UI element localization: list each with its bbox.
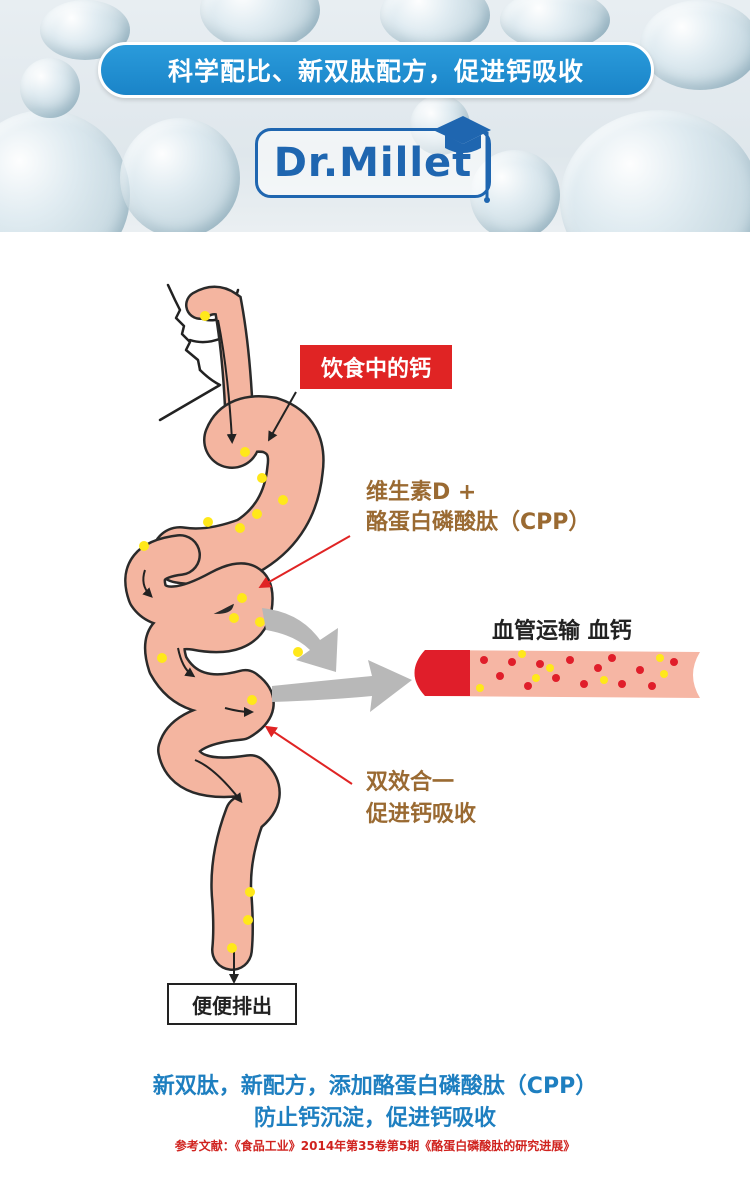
absorption-label: 促进钙吸收 [366,802,477,827]
summary-line-1: 新双肽，新配方，添加酪蛋白磷酸肽（CPP） [152,1074,598,1099]
vitamin-d-label: 维生素D + [366,480,477,505]
absorption-arrows [262,608,412,712]
flow-arrows [142,319,254,984]
bubble [640,0,750,90]
headline-text: 科学配比、新双肽配方，促进钙吸收 [167,57,584,86]
header-background: 科学配比、新双肽配方，促进钙吸收 Dr.Millet [0,0,750,258]
pointer-lines [258,391,353,785]
digestive-diagram [124,283,700,984]
reference-citation: 参考文献：《食品工业》2014年第35卷第5期《酪蛋白磷酸肽的研究进展》 [174,1139,576,1153]
summary-line-2: 防止钙沉淀，促进钙吸收 [253,1106,496,1131]
cpp-label: 酪蛋白磷酸肽（CPP） [366,510,591,535]
blood-calcium-particles [476,650,678,692]
header-divider [0,232,750,258]
logo-wordmark: Dr.Millet [273,140,473,186]
bubble [120,118,240,238]
headline-banner: 科学配比、新双肽配方，促进钙吸收 [98,42,654,98]
graduation-cap-icon [433,116,491,203]
calcium-particles [139,311,303,953]
dual-effect-label: 双效合一 [366,770,455,795]
diet-calcium-label: 饮食中的钙 [300,345,452,389]
bubble [20,58,80,118]
bubble [500,0,610,50]
excretion-label: 便便排出 [167,983,297,1025]
blood-transport-label: 血管运输 血钙 [492,619,632,644]
blood-vessel [414,650,700,698]
